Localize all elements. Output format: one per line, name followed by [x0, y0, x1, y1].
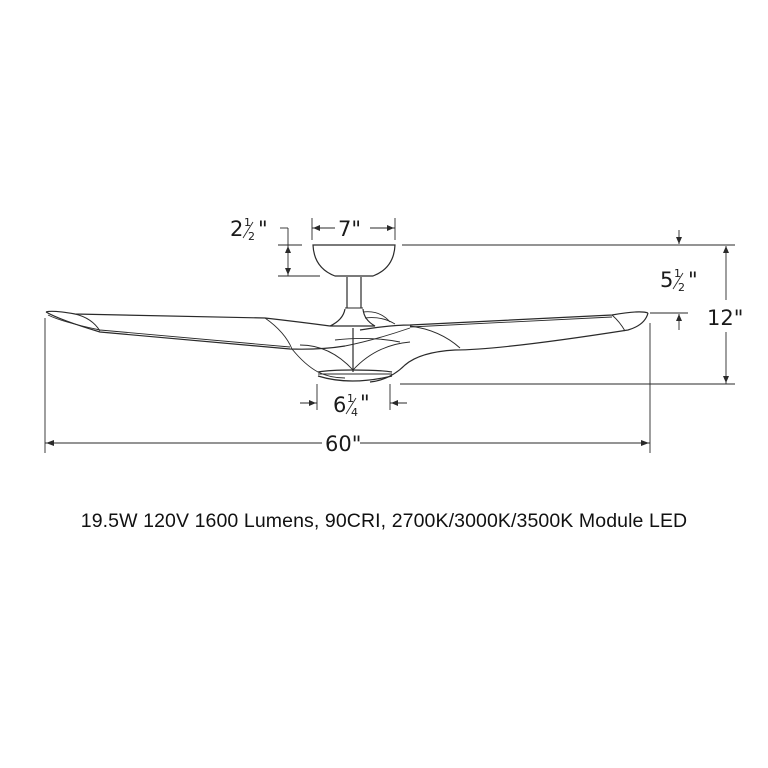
- overall-height-dimension: 12": [707, 246, 743, 384]
- blade-span-label: 60": [325, 432, 361, 456]
- canopy-height-dimension: 2 1 2 ": [230, 216, 291, 276]
- blade-clearance-whole: 5: [660, 268, 673, 292]
- svg-text:2: 2: [248, 230, 255, 243]
- canopy-width-dimension: 7": [311, 217, 396, 241]
- fan-downrod: [329, 277, 396, 327]
- svg-text:4: 4: [351, 406, 358, 419]
- svg-text:1: 1: [244, 216, 251, 229]
- right-fan-blade: [334, 311, 649, 383]
- svg-text:": ": [258, 217, 268, 241]
- led-spec-caption: 19.5W 120V 1600 Lumens, 90CRI, 2700K/300…: [80, 510, 688, 532]
- light-width-dimension: 6 1 4 ": [300, 384, 407, 419]
- blade-span-dimension: 60": [44, 318, 651, 456]
- overall-height-label: 12": [707, 306, 743, 330]
- svg-text:1: 1: [347, 392, 354, 405]
- svg-text:": ": [688, 268, 698, 292]
- fan-canopy: [312, 244, 396, 277]
- svg-text:1: 1: [674, 267, 681, 280]
- canopy-height-whole: 2: [230, 217, 243, 241]
- svg-text:2: 2: [678, 281, 685, 294]
- svg-text:": ": [360, 391, 370, 415]
- light-width-whole: 6: [333, 393, 346, 417]
- canopy-width-label: 7": [338, 217, 361, 241]
- ceiling-reference-lines: [278, 244, 735, 385]
- blade-clearance-dimension: 5 1 2 ": [660, 230, 698, 330]
- fan-motor-light: [299, 328, 411, 382]
